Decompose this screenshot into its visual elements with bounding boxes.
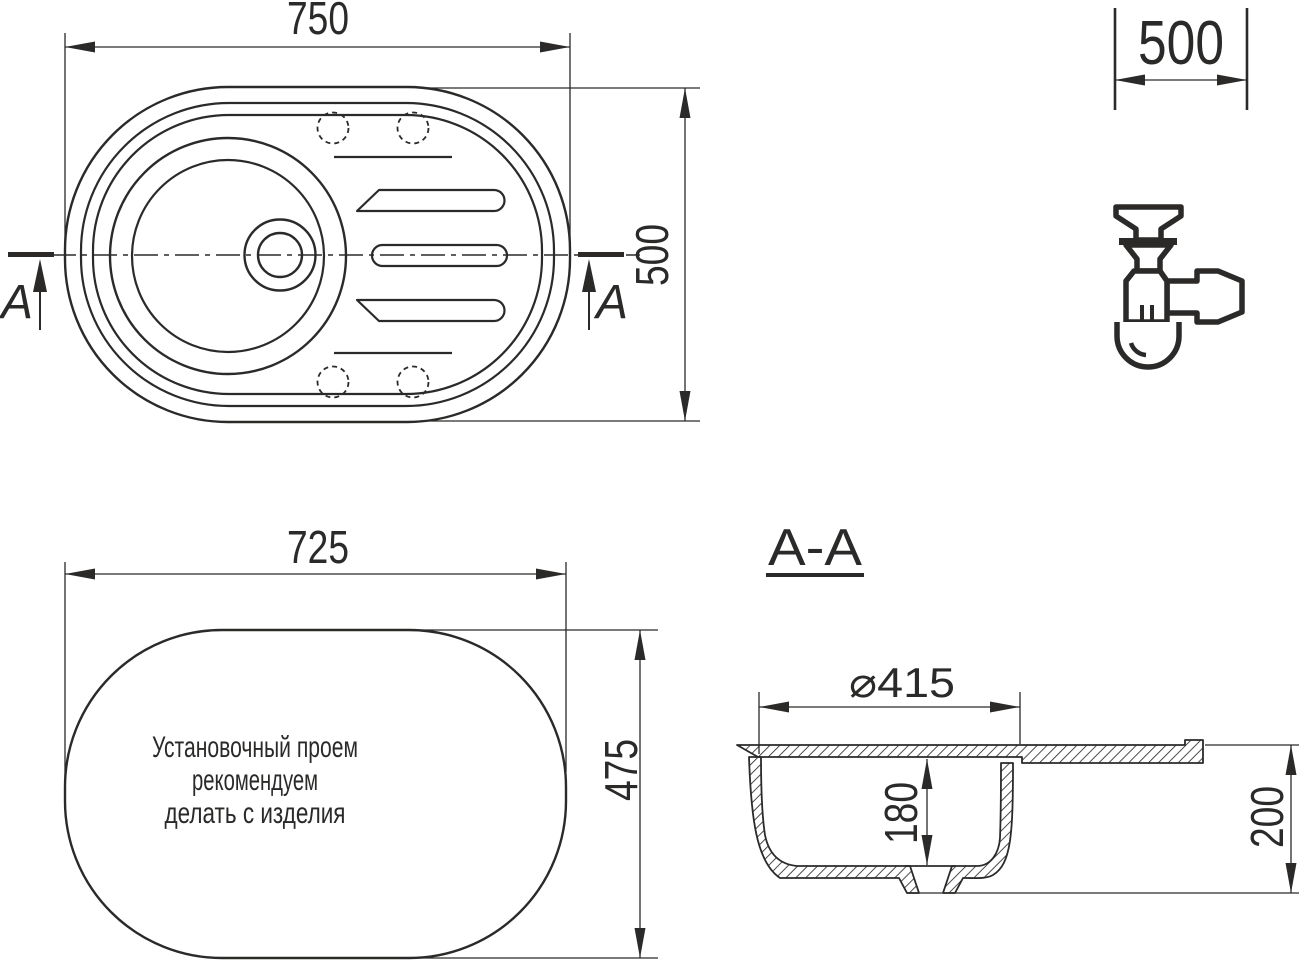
siphon-cup-arc bbox=[1128, 342, 1147, 358]
section-left-wall bbox=[748, 756, 920, 894]
drainboard-groove bbox=[355, 298, 506, 323]
faucet-hole-icon bbox=[316, 111, 350, 145]
cabinet-width-dim bbox=[1113, 8, 1249, 110]
cutout-note-line2: рекомендуем bbox=[192, 764, 318, 797]
faucet-hole-icon bbox=[316, 365, 350, 399]
siphon-body bbox=[1123, 268, 1170, 325]
section-diameter-label: ⌀415 bbox=[849, 659, 955, 706]
bowl-outer-circle bbox=[108, 136, 348, 376]
dim-750 bbox=[64, 33, 571, 260]
cutout-height-label: 475 bbox=[595, 739, 647, 801]
cut-arrow-icon bbox=[33, 259, 47, 292]
siphon-outlet-pipe bbox=[1164, 268, 1245, 325]
cabinet-width-label: 500 bbox=[1138, 9, 1224, 78]
siphon-neck bbox=[1123, 242, 1174, 274]
dim-475 bbox=[415, 629, 658, 959]
siphon-funnel bbox=[1113, 204, 1184, 243]
dim-500-height bbox=[420, 87, 700, 422]
dim-725 bbox=[64, 562, 567, 782]
section-view: A-A bbox=[736, 519, 1299, 894]
cutout-width-label: 725 bbox=[287, 521, 349, 573]
section-letter-right: A bbox=[593, 276, 628, 329]
siphon-cup bbox=[1114, 322, 1182, 370]
section-letter-left: A bbox=[0, 276, 33, 329]
siphon-bottle-trap-icon bbox=[1113, 204, 1245, 370]
top-view bbox=[8, 33, 700, 424]
section-height-label: 200 bbox=[1241, 786, 1293, 848]
section-depth-label: 180 bbox=[875, 782, 927, 844]
cut-arrow-icon bbox=[582, 259, 596, 292]
drainboard-groove bbox=[355, 188, 506, 213]
cutout-note-line1: Установочный проем bbox=[152, 731, 358, 764]
section-cut-material bbox=[736, 739, 1204, 894]
cutout-view bbox=[63, 562, 658, 960]
dim-415 bbox=[758, 692, 1021, 754]
top-view-height-label: 500 bbox=[626, 224, 678, 286]
faucet-holes bbox=[316, 111, 430, 399]
section-rim-band bbox=[736, 739, 1204, 764]
cutout-note: Установочный проем рекомендуем делать с … bbox=[152, 731, 358, 830]
bowl-inner-circle bbox=[130, 158, 326, 354]
dim-200 bbox=[907, 744, 1299, 894]
section-cut-marks bbox=[8, 252, 624, 330]
top-view-width-label: 750 bbox=[287, 0, 349, 44]
cutout-outline bbox=[63, 628, 568, 960]
faucet-hole-icon bbox=[396, 111, 430, 145]
faucet-hole-icon bbox=[396, 365, 430, 399]
section-title: A-A bbox=[768, 519, 862, 577]
cutout-note-line3: делать с изделия bbox=[165, 797, 346, 830]
section-right-wall bbox=[942, 762, 1014, 894]
